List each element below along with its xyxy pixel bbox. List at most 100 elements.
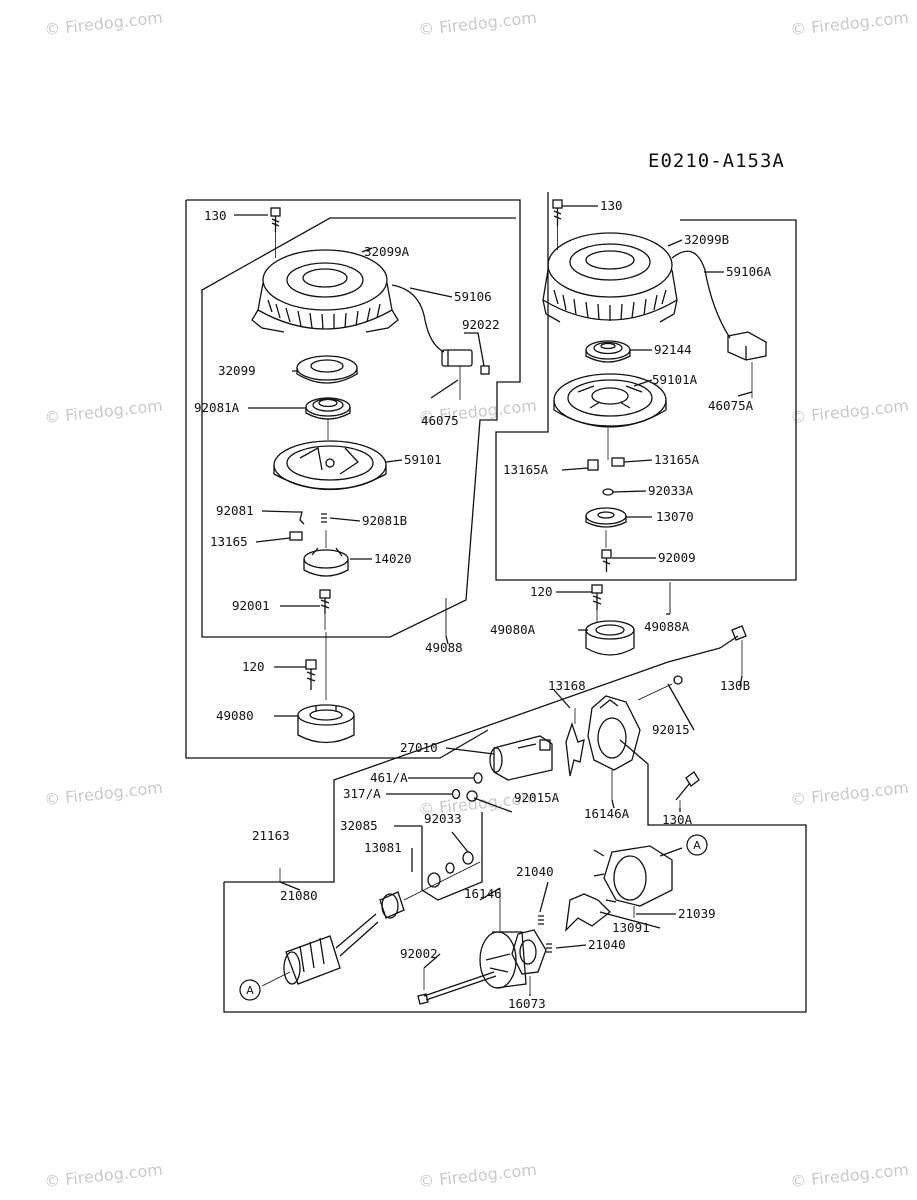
bracket-13168 [565, 721, 585, 777]
part-label: 130A [662, 812, 693, 827]
callout-a-left-text: A [246, 984, 254, 997]
reel-59101a [553, 373, 667, 428]
spring-92081b [321, 513, 327, 523]
kit-32085 [427, 851, 474, 888]
brush-21040-bottom [546, 943, 552, 953]
reel-cover-32099 [296, 355, 358, 384]
part-label: 92015 [652, 722, 690, 737]
part-label: 92144 [654, 342, 692, 357]
bolt-130-left [270, 207, 281, 258]
yoke-21039 [593, 845, 673, 918]
armature-21080 [283, 913, 379, 985]
rope-59106a [671, 250, 731, 339]
nut-92015 [673, 675, 683, 685]
part-label: 59101 [404, 452, 442, 467]
part-label: 16146A [584, 806, 630, 821]
washer-92033a [602, 488, 614, 496]
part-label: 59106A [726, 264, 772, 279]
part-label: 13165 [210, 534, 248, 549]
part-label: 92081 [216, 503, 254, 518]
bolt-92001 [319, 589, 331, 630]
part-label: 32099 [218, 363, 256, 378]
part-label: 46075A [708, 398, 754, 413]
handle-46075a [727, 331, 767, 398]
part-label: 49088 [425, 640, 463, 655]
part-label: 59106 [454, 289, 492, 304]
part-label: 13081 [364, 840, 402, 855]
part-label: 21040 [516, 864, 554, 879]
spring-92144 [585, 340, 631, 363]
part-label: 32099A [364, 244, 410, 259]
brush-holder-13091 [565, 893, 611, 932]
part-label: 13070 [656, 509, 694, 524]
clutch-13081 [379, 891, 405, 919]
part-label: 13168 [548, 678, 586, 693]
spring-92081 [296, 511, 305, 525]
part-label: 92002 [400, 946, 438, 961]
part-label: 92015A [514, 790, 560, 805]
solenoid-27010 [489, 735, 553, 781]
pawl-13165a-right [611, 457, 625, 467]
group-frame-starter [223, 647, 807, 1013]
reel-59101 [273, 440, 387, 491]
part-label: 16073 [508, 996, 546, 1011]
ratchet-13070 [585, 507, 627, 528]
bolt-130b [719, 625, 747, 676]
pulley-cup-49080a [585, 620, 635, 656]
housing-16146a [587, 695, 641, 771]
part-label: 92033 [424, 811, 462, 826]
part-label: 49088A [644, 619, 690, 634]
part-label: 13165A [503, 462, 549, 477]
part-label: 120 [530, 584, 553, 599]
part-label: 130 [600, 198, 623, 213]
part-label: 130B [720, 678, 750, 693]
handle-46075 [441, 349, 473, 400]
part-label: 27010 [400, 740, 438, 755]
pulley-cup-49080 [297, 704, 355, 744]
part-label: 16146 [464, 886, 502, 901]
end-cover-16146 [479, 931, 527, 989]
part-label: 21040 [588, 937, 626, 952]
pawl-13165 [289, 531, 303, 541]
part-label: 92081A [194, 400, 240, 415]
part-label: 92033A [648, 483, 694, 498]
group-frame-left [185, 199, 521, 759]
bolt-92009 [601, 549, 612, 572]
bolt-120-left [305, 659, 317, 690]
callout-a-left: A [239, 979, 261, 1001]
callout-a-right-text: A [693, 839, 701, 852]
callout-a-right: A [686, 834, 708, 856]
part-label: 49080 [216, 708, 254, 723]
nut-92015a [466, 790, 478, 802]
diagram-code: E0210-A153A [648, 150, 785, 172]
part-label: 92022 [462, 317, 500, 332]
part-label: 32099B [684, 232, 729, 247]
part-label: 92081B [362, 513, 407, 528]
part-label: 13091 [612, 920, 650, 935]
spring-92081a [305, 397, 351, 420]
starter-housing-32099b [542, 232, 678, 323]
starter-housing-32099a [251, 249, 399, 333]
through-bolt-92002 [417, 971, 497, 1005]
bolt-120-right [591, 584, 603, 622]
part-label: 317/A [343, 786, 381, 801]
ratchet-14020 [303, 547, 349, 577]
clip-92022 [480, 365, 490, 375]
group-frame-right [495, 192, 797, 581]
washer-461a [473, 772, 483, 784]
rope-59106 [391, 284, 445, 353]
part-label: 120 [242, 659, 265, 674]
bolt-130a [675, 771, 700, 812]
part-label: 13165A [654, 452, 700, 467]
bolt-130-right [552, 199, 563, 250]
part-label: 32085 [340, 818, 378, 833]
part-label: 92009 [658, 550, 696, 565]
part-label: 21080 [280, 888, 318, 903]
part-label: 92001 [232, 598, 270, 613]
washer-317a [451, 788, 461, 800]
part-label: 130 [204, 208, 227, 223]
part-label: 461/A [370, 770, 408, 785]
part-label: 49080A [490, 622, 536, 637]
